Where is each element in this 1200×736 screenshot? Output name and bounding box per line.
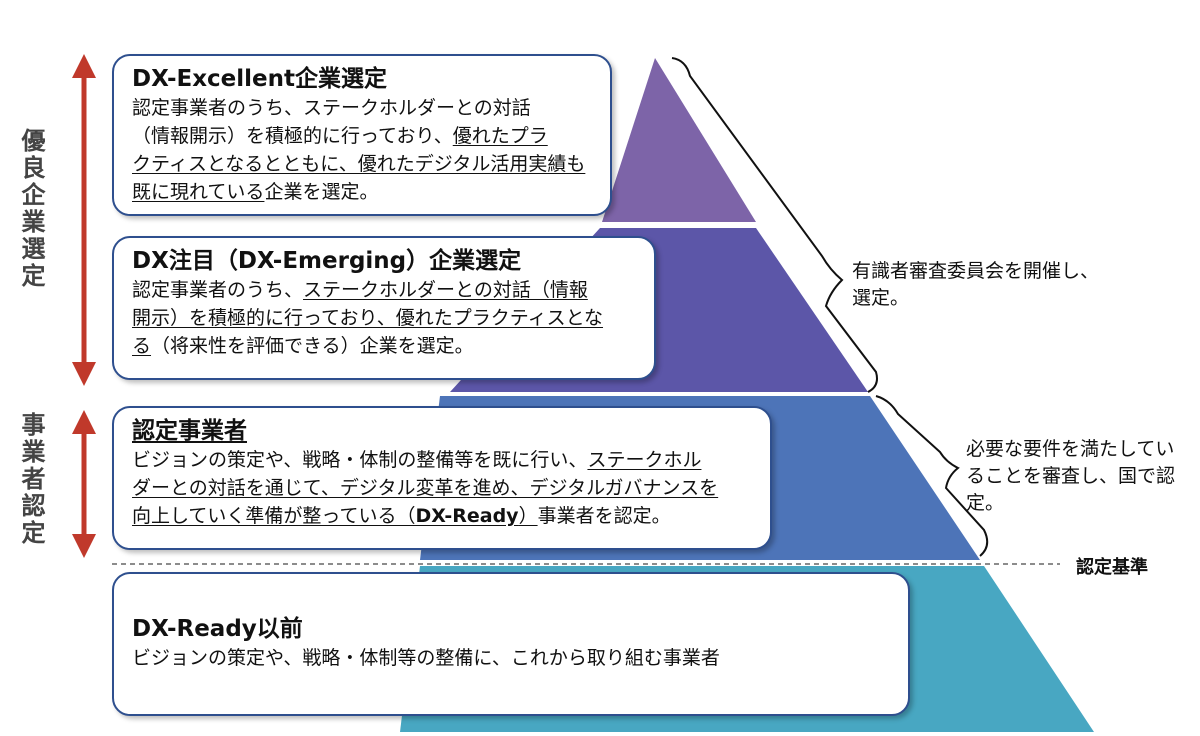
desc-text: 企業を選定。 bbox=[264, 181, 379, 203]
note-line: 選定。 bbox=[852, 287, 910, 309]
box-title: 認定事業者 bbox=[132, 418, 247, 444]
desc-text-bold: DX-Ready bbox=[415, 505, 519, 527]
box-certified-operator: 認定事業者 ビジョンの策定や、戦略・体制の整備等を既に行い、ステークホル ダーと… bbox=[112, 406, 772, 550]
desc-text-underlined: 既に現れている bbox=[132, 181, 265, 203]
side-label-excellent-selection: 優良企業選定 bbox=[17, 128, 45, 290]
desc-text-underlined: 優れたプラ bbox=[452, 125, 548, 147]
upper-double-arrow bbox=[72, 54, 96, 386]
box-dx-excellent: DX-Excellent企業選定 認定事業者のうち、ステークホルダーとの対話 （… bbox=[112, 54, 612, 216]
side-label-business-certification: 事業者認定 bbox=[17, 412, 45, 547]
desc-text-underlined: ） bbox=[518, 505, 538, 527]
box-dx-emerging: DX注目（DX-Emerging）企業選定 認定事業者のうち、ステークホルダーと… bbox=[112, 236, 656, 380]
desc-text-underlined: ダーとの対話を通じて、デジタル変革を進め、デジタルガバナンスを bbox=[132, 477, 719, 499]
criteria-label: 認定基準 bbox=[1076, 557, 1148, 578]
committee-brace bbox=[671, 57, 878, 393]
note-line: 必要な要件を満たしてい bbox=[966, 438, 1175, 460]
box-description: 認定事業者のうち、ステークホルダーとの対話（情報 開示）を積極的に行っており、優… bbox=[132, 276, 638, 360]
note-line: 定。 bbox=[966, 492, 1005, 514]
certification-brace bbox=[875, 395, 989, 557]
desc-text: 認定事業者のうち、ステークホルダーとの対話 bbox=[132, 97, 531, 119]
desc-text: 認定事業者のうち、 bbox=[132, 279, 304, 301]
note-committee-selection: 有識者審査委員会を開催し、 選定。 bbox=[852, 258, 1099, 312]
desc-text-underlined: クティスとなるとともに、優れたデジタル活用実績も bbox=[132, 153, 586, 175]
box-title: DX注目（DX-Emerging）企業選定 bbox=[132, 248, 522, 274]
note-line: ることを審査し、国で認 bbox=[966, 465, 1176, 487]
desc-text: （将来性を評価できる）企業を選定。 bbox=[151, 335, 474, 357]
pyramid-tier-top bbox=[602, 58, 756, 222]
box-description: ビジョンの策定や、戦略・体制等の整備に、これから取り組む事業者 bbox=[132, 647, 720, 669]
desc-text: 事業者を認定。 bbox=[537, 505, 671, 527]
box-description: ビジョンの策定や、戦略・体制の整備等を既に行い、ステークホル ダーとの対話を通じ… bbox=[132, 446, 754, 530]
note-state-certification: 必要な要件を満たしてい ることを審査し、国で認 定。 bbox=[966, 436, 1175, 517]
desc-text-underlined: ステークホルダーとの対話（情報 bbox=[303, 279, 588, 301]
box-pre-dx-ready: DX-Ready以前 ビジョンの策定や、戦略・体制等の整備に、これから取り組む事… bbox=[112, 572, 910, 716]
desc-text-underlined: ステークホル bbox=[587, 449, 702, 471]
box-description: 認定事業者のうち、ステークホルダーとの対話 （情報開示）を積極的に行っており、優… bbox=[132, 94, 594, 206]
desc-text: （情報開示）を積極的に行っており、 bbox=[132, 125, 453, 147]
note-line: 有識者審査委員会を開催し、 bbox=[852, 260, 1100, 282]
desc-text-underlined: る bbox=[132, 335, 152, 357]
desc-text: ビジョンの策定や、戦略・体制の整備等を既に行い、 bbox=[132, 449, 588, 471]
desc-text-underlined: 向上していく準備が整っている（ bbox=[132, 505, 416, 527]
box-title: DX-Ready以前 bbox=[132, 616, 303, 642]
desc-text-underlined: 開示）を積極的に行っており、優れたプラクティスとな bbox=[132, 307, 604, 329]
box-title: DX-Excellent企業選定 bbox=[132, 66, 388, 92]
lower-double-arrow bbox=[72, 410, 96, 558]
